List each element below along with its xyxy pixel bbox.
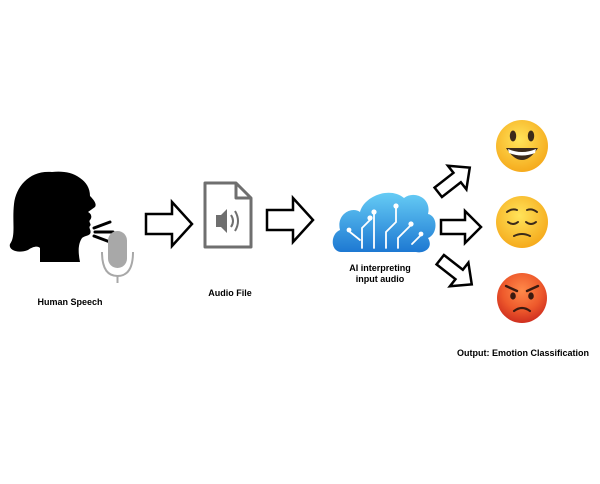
- ai-label-line1: AI interpreting: [349, 263, 411, 273]
- arrow-speech-to-audio: [144, 198, 194, 250]
- pensive-face-icon: [496, 196, 548, 248]
- arrow-ai-to-angry: [434, 253, 474, 288]
- ai-cloud-circuit-icon: [332, 192, 436, 253]
- angry-face-icon: [497, 273, 547, 323]
- audio-file-icon: [203, 181, 253, 249]
- speaking-head-icon: [9, 171, 96, 262]
- human-speech-label: Human Speech: [37, 297, 103, 307]
- speech-lines-icon: [92, 220, 115, 244]
- audio-file-label: Audio File: [208, 288, 252, 298]
- arrow-audio-to-ai: [265, 194, 315, 246]
- arrow-ai-to-happy: [432, 164, 472, 199]
- ai-interpreting-label: AI interpreting input audio: [320, 263, 440, 285]
- microphone-icon: [101, 231, 134, 283]
- arrow-ai-to-sad: [439, 207, 483, 247]
- ai-label-line2: input audio: [355, 274, 405, 284]
- grinning-face-icon: [496, 120, 548, 172]
- output-label: Output: Emotion Classification: [457, 348, 589, 358]
